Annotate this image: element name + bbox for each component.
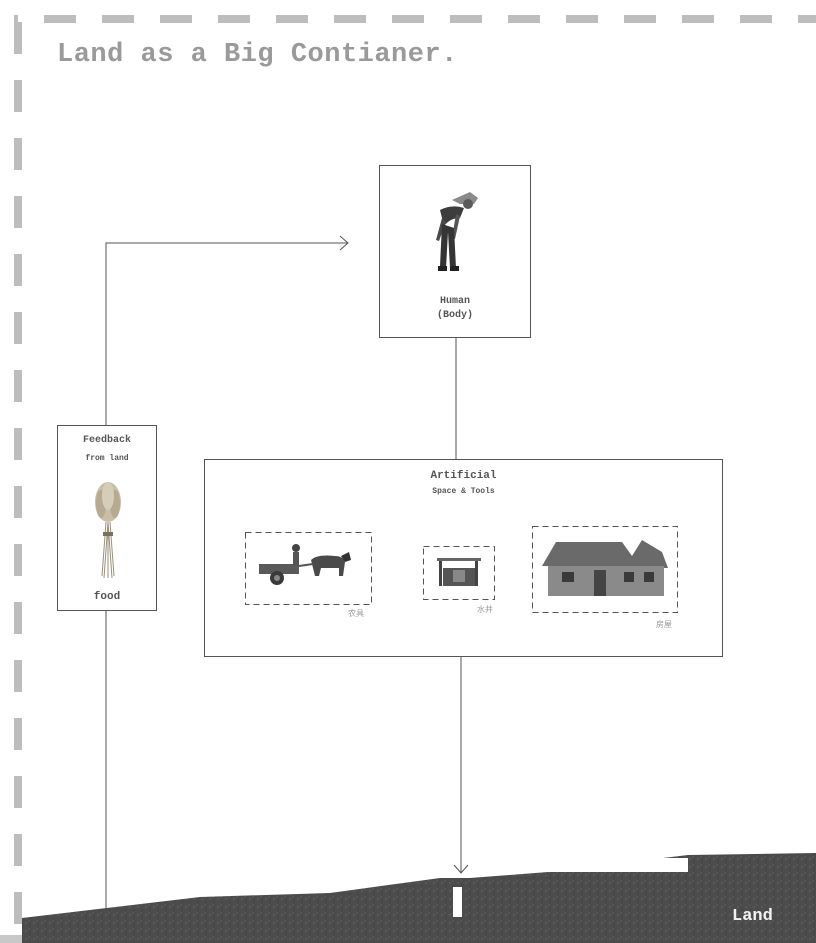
artificial-box: Artificial Space & Tools 农具 水井 xyxy=(204,459,723,657)
artificial-label: Artificial xyxy=(430,470,497,482)
human-label: Human xyxy=(439,296,470,307)
feedback-sublabel: from land xyxy=(85,454,129,463)
feedback-box: Feedback from land food xyxy=(57,425,157,611)
artificial-sublabel: Space & Tools xyxy=(432,487,495,496)
farmer-icon xyxy=(436,192,478,271)
thatched-house-icon xyxy=(542,540,668,596)
arrowhead-down xyxy=(453,864,469,874)
ox-cart-caption: 农具 xyxy=(348,609,364,618)
well-caption: 水井 xyxy=(477,605,493,614)
page-title: Land as a Big Contianer. xyxy=(57,40,458,70)
house-frame xyxy=(532,526,678,613)
ox-cart-frame xyxy=(245,532,372,605)
house-caption: 房屋 xyxy=(656,620,672,629)
human-box: Human (Body) xyxy=(379,165,531,338)
arrowhead-right xyxy=(339,235,349,251)
food-label: food xyxy=(93,591,121,603)
water-well-icon xyxy=(437,558,481,586)
feedback-label: Feedback xyxy=(82,435,131,446)
land-label: Land xyxy=(732,907,773,926)
well-frame xyxy=(423,546,495,600)
feedback-to-human-arrow xyxy=(105,242,348,425)
human-sublabel: (Body) xyxy=(436,310,473,321)
wheat-icon xyxy=(95,482,121,579)
ox-cart-icon xyxy=(259,544,351,585)
